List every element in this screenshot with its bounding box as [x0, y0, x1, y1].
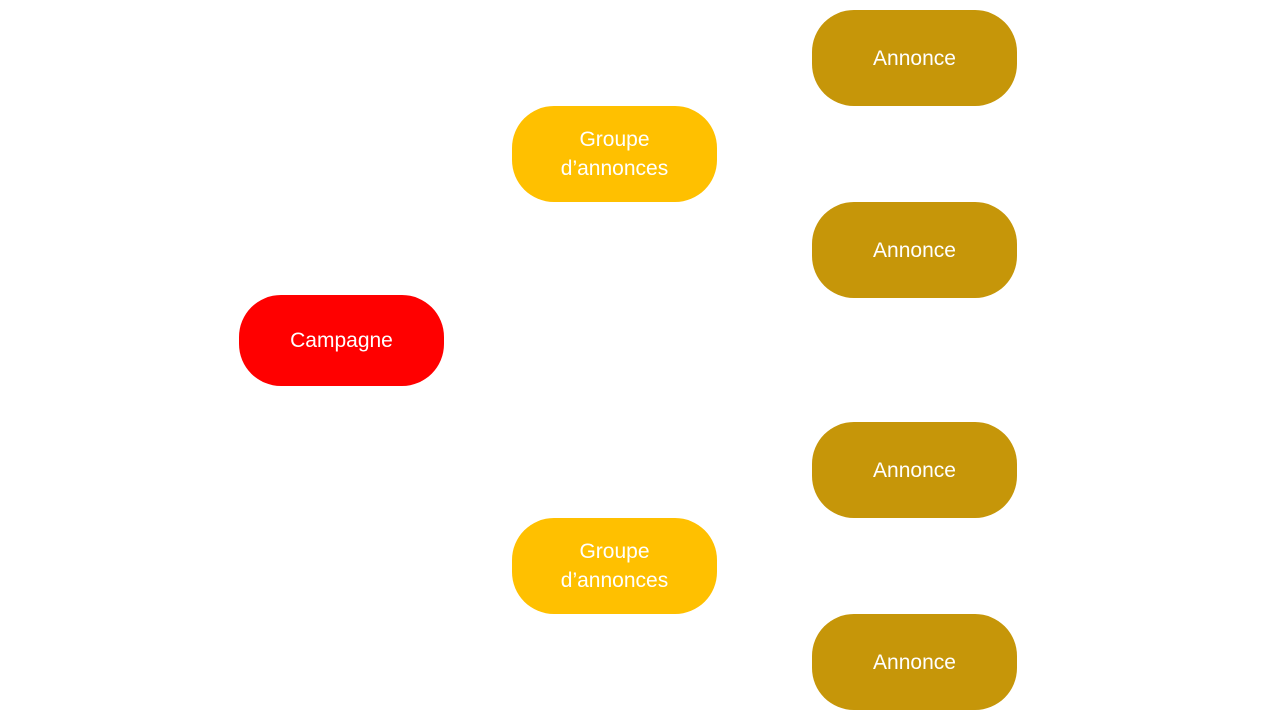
- node-ad-1: Annonce: [812, 10, 1017, 106]
- node-ad-2-label: Annonce: [873, 238, 956, 262]
- node-campagne: Campagne: [239, 295, 444, 386]
- node-ad-4-label: Annonce: [873, 650, 956, 674]
- node-ad-group-2-label: Groupe d’annonces: [560, 540, 669, 592]
- node-ad-3: Annonce: [812, 422, 1017, 518]
- node-campagne-label: Campagne: [290, 329, 393, 352]
- node-ad-group-2: Groupe d’annonces: [512, 518, 717, 614]
- node-ad-1-label: Annonce: [873, 46, 956, 70]
- node-ad-2: Annonce: [812, 202, 1017, 298]
- node-ad-4: Annonce: [812, 614, 1017, 710]
- node-ad-group-1: Groupe d’annonces: [512, 106, 717, 202]
- node-ad-group-1-label: Groupe d’annonces: [560, 128, 669, 180]
- node-ad-3-label: Annonce: [873, 458, 956, 482]
